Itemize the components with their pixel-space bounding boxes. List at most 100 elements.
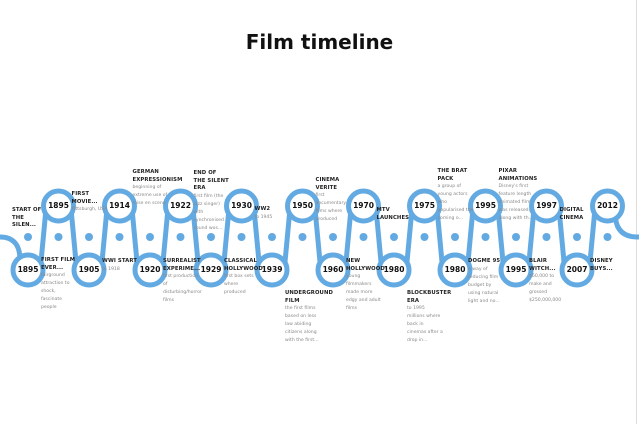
event-description: to 1918 — [102, 266, 120, 272]
timeline-connector — [587, 213, 597, 263]
year-circle — [285, 188, 320, 224]
timeline-connector — [343, 213, 353, 263]
event-description: $60,000 to make and grossed $250,000,000 — [529, 274, 562, 303]
event-label: FIRST MOVIE... Pittsburgh, USA — [72, 191, 108, 214]
year-label: 1914 — [109, 201, 130, 210]
year-label: 1895 — [48, 201, 69, 210]
year-circle — [224, 188, 259, 224]
event-title: UNDERGROUND FILM — [285, 290, 333, 304]
timeline-connector — [99, 213, 109, 263]
event-title: NEW HOLLYWOOD — [346, 258, 385, 272]
event-title: CINEMA VERITE — [315, 177, 340, 191]
event-label: DISNEY BUYS... — [590, 258, 626, 273]
year-circle — [529, 188, 564, 224]
timeline-connector — [526, 213, 536, 263]
event-label: MTV LAUNCHES — [377, 207, 413, 222]
timeline-dot — [85, 233, 93, 241]
timeline-connector — [496, 213, 506, 263]
timeline-dot — [573, 233, 581, 241]
event-title: BLOCKBUSTER ERA — [407, 290, 452, 304]
year-circle — [315, 252, 351, 288]
year-circle — [71, 252, 107, 288]
year-label: 1997 — [536, 201, 557, 210]
timeline-lead-out — [613, 217, 639, 240]
timeline-connector — [221, 213, 231, 263]
event-title: DISNEY BUYS... — [590, 258, 613, 272]
year-label: 1905 — [78, 265, 100, 274]
event-label: UNDERGROUND FILM the first films based on… — [285, 290, 333, 345]
year-label: 1970 — [353, 201, 374, 210]
timeline-connector — [465, 213, 475, 263]
frame-border — [636, 0, 637, 424]
year-label: 1939 — [261, 265, 283, 274]
timeline-dot — [542, 233, 551, 241]
year-label: 1980 — [383, 265, 405, 274]
event-label: BLAIR WITCH...$60,000 to make and grosse… — [529, 258, 565, 305]
year-label: 1895 — [17, 265, 39, 274]
timeline-dot — [146, 233, 154, 241]
event-title: SURREALIST EXPERIME... — [163, 258, 201, 272]
timeline-dot — [298, 233, 307, 241]
event-description: the first films based on less law abidin… — [285, 306, 319, 343]
event-label: DIGITAL CINEMA — [560, 207, 596, 222]
timeline-dot — [207, 233, 215, 241]
timeline-connector — [252, 213, 262, 263]
timeline-dot — [359, 233, 368, 241]
year-label: 1929 — [200, 265, 222, 274]
event-title: END OF THE SILENT ERA — [193, 170, 229, 191]
event-title: CLASSICAL HOLLYWOOD — [224, 258, 263, 272]
timeline-dot — [512, 233, 520, 241]
event-description: beginning of extreme use of mise en scen… — [132, 185, 168, 206]
page-title: Film timeline — [245, 30, 394, 54]
year-label: 1922 — [170, 201, 191, 210]
event-title: FIRST MOVIE... — [71, 191, 98, 205]
year-circle — [468, 188, 503, 224]
event-label: DOGME 95 a way of reducing film budget by… — [468, 258, 504, 306]
event-description: first box sets where produced — [224, 274, 254, 295]
timeline-dot — [329, 233, 337, 241]
event-title: PIXAR ANIMATIONS — [498, 168, 538, 182]
timeline-dot — [54, 233, 63, 241]
event-label: WW2 to 1945 — [255, 206, 291, 222]
year-label: 1930 — [231, 201, 252, 210]
timeline-connector — [404, 213, 414, 263]
timeline-connector — [69, 213, 79, 263]
event-description: first production of disturbing/horror fi… — [163, 274, 202, 303]
year-circle — [254, 252, 290, 288]
event-label: CLASSICAL HOLLYWOOD first box sets where … — [224, 258, 263, 297]
year-label: 1995 — [505, 265, 527, 274]
year-circle — [193, 252, 229, 288]
event-title: WWI START — [102, 258, 137, 264]
extra-label-title: START OF THE SILEN... — [12, 207, 42, 228]
event-title: GERMAN EXPRESSIONISM — [132, 169, 183, 183]
year-circle — [407, 188, 442, 224]
event-title: DOGME 95 — [468, 258, 501, 264]
year-circle — [498, 252, 534, 288]
year-circle — [132, 252, 168, 288]
event-description: Pittsburgh, USA — [71, 207, 108, 212]
event-description: to 1945 — [254, 214, 273, 220]
event-title: THE BRAT PACK — [437, 168, 468, 182]
event-title: WW2 — [254, 206, 271, 212]
year-circle — [559, 252, 595, 288]
event-label: GERMAN EXPRESSIONISM beginning of extreme… — [132, 169, 183, 208]
timeline-dot — [176, 233, 185, 241]
event-label: SURREALIST EXPERIME... first production o… — [163, 258, 202, 305]
event-title: DIGITAL CINEMA — [559, 207, 584, 221]
year-label: 1960 — [322, 265, 344, 274]
year-label: 1920 — [139, 265, 161, 274]
event-description: young filmmakers made more edgy and adul… — [346, 274, 381, 311]
timeline-dot — [237, 233, 246, 241]
timeline-dot — [603, 233, 612, 241]
year-label: 2007 — [566, 265, 588, 274]
timeline-dot — [451, 233, 459, 241]
timeline-connector — [557, 213, 567, 263]
event-description: a way of reducing film budget by using n… — [468, 266, 500, 304]
timeline-connector — [191, 213, 201, 263]
event-label: WWI START to 1918 — [102, 258, 138, 274]
timeline-connector — [38, 213, 48, 263]
